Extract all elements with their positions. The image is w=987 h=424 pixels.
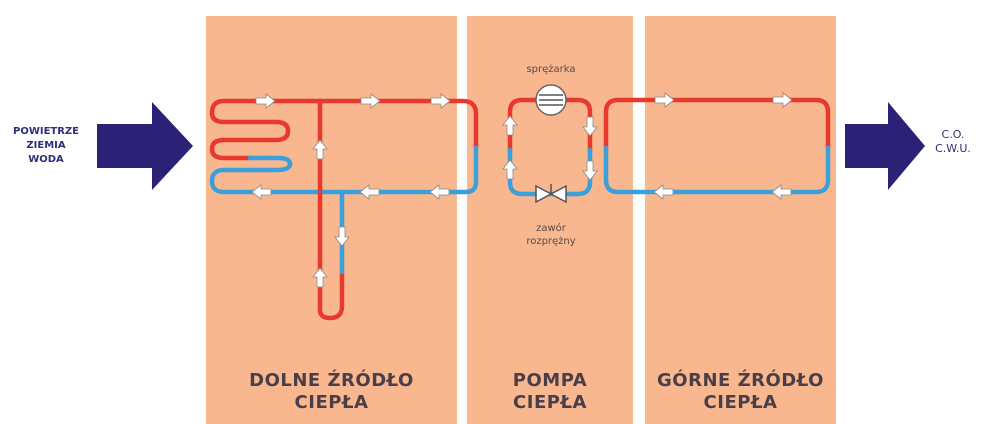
flow-arrow-icon bbox=[255, 93, 276, 109]
flow-arrow-icon bbox=[251, 184, 272, 200]
input-arrow-icon bbox=[97, 102, 193, 190]
ground-hot-pipe bbox=[317, 98, 345, 321]
upper-heat-source-label: GÓRNE ŹRÓDŁO CIEPŁA bbox=[645, 370, 836, 414]
heat-outputs: C.O. C.W.U. bbox=[922, 128, 984, 156]
output-line-heating: C.O. bbox=[941, 128, 965, 141]
heat-source-inputs: POWIETRZE ZIEMIA WODA bbox=[0, 125, 92, 167]
flow-arrow-icon bbox=[312, 139, 328, 160]
compressor-icon bbox=[535, 84, 567, 116]
lower-heat-source-panel: DOLNE ŹRÓDŁO CIEPŁA bbox=[206, 16, 457, 424]
flow-arrow-icon bbox=[312, 267, 328, 288]
flow-arrow-icon bbox=[502, 159, 518, 180]
compressor-label: sprężarka bbox=[526, 64, 576, 75]
flow-arrow-icon bbox=[653, 184, 674, 200]
pump-cold-loop bbox=[507, 147, 593, 197]
heat-pump-panel: POMPA CIEPŁA bbox=[467, 16, 633, 424]
flow-arrow-icon bbox=[772, 92, 793, 108]
upper-hot-loop bbox=[603, 97, 831, 151]
lower-heat-source-line2: CIEPŁA bbox=[294, 392, 369, 413]
input-line-ground: ZIEMIA bbox=[26, 140, 66, 151]
heat-pump-label: POMPA CIEPŁA bbox=[467, 370, 633, 414]
expansion-valve-label: zawór rozprężny bbox=[506, 222, 596, 248]
flow-arrow-icon bbox=[771, 184, 792, 200]
expansion-valve-icon bbox=[535, 184, 567, 204]
valve-label-line1: zawór bbox=[536, 223, 566, 234]
input-line-water: WODA bbox=[28, 154, 64, 165]
flow-arrow-icon bbox=[582, 116, 598, 137]
upper-heat-source-line1: GÓRNE ŹRÓDŁO bbox=[657, 370, 824, 391]
lower-heat-source-line1: DOLNE ŹRÓDŁO bbox=[249, 370, 414, 391]
heat-pump-line1: POMPA bbox=[512, 370, 588, 391]
flow-arrow-icon bbox=[582, 160, 598, 181]
upper-cold-loop bbox=[603, 145, 831, 195]
lower-heat-source-label: DOLNE ŹRÓDŁO CIEPŁA bbox=[206, 370, 457, 414]
flow-arrow-icon bbox=[430, 93, 451, 109]
flow-arrow-icon bbox=[502, 115, 518, 136]
lower-hot-loop bbox=[209, 98, 479, 161]
output-arrow-icon bbox=[845, 102, 925, 190]
flow-arrow-icon bbox=[654, 92, 675, 108]
flow-arrow-icon bbox=[429, 184, 450, 200]
lower-cold-loop bbox=[209, 145, 479, 195]
input-line-air: POWIETRZE bbox=[12, 126, 79, 137]
upper-heat-source-panel: GÓRNE ŹRÓDŁO CIEPŁA bbox=[645, 16, 836, 424]
flow-arrow-icon bbox=[334, 226, 350, 247]
heat-pump-line2: CIEPŁA bbox=[513, 392, 587, 413]
upper-heat-source-line2: CIEPŁA bbox=[703, 392, 778, 413]
valve-label-line2: rozprężny bbox=[526, 236, 576, 247]
flow-arrow-icon bbox=[359, 184, 380, 200]
output-line-hot-water: C.W.U. bbox=[935, 142, 971, 155]
flow-arrow-icon bbox=[360, 93, 381, 109]
